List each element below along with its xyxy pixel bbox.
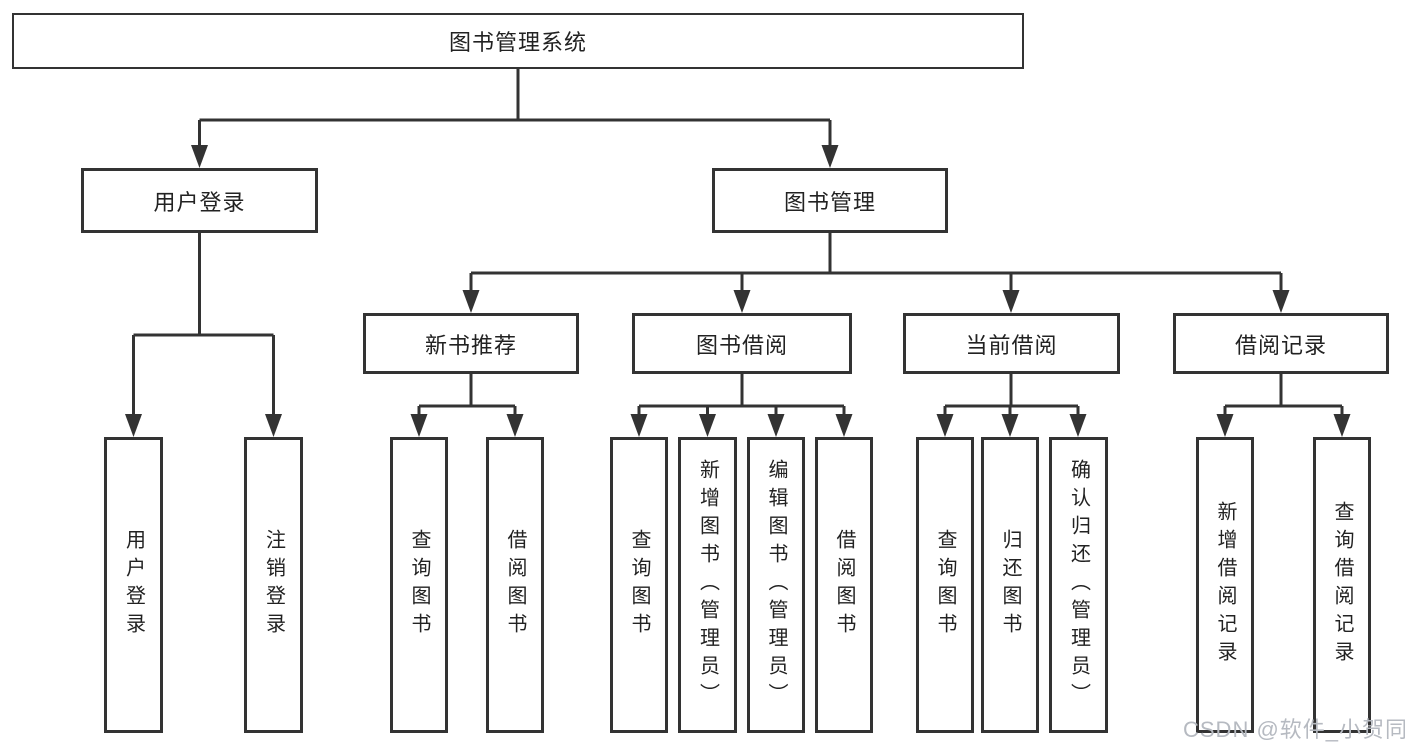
leaf-user-login: 用户登录 xyxy=(104,437,163,733)
leaf-current-confirm-return-admin-label: 确认归还（管理员） xyxy=(1067,459,1090,711)
leaf-recommend-borrow-books-label: 借阅图书 xyxy=(504,529,526,641)
leaf-logout: 注销登录 xyxy=(244,437,303,733)
leaf-user-login-label: 用户登录 xyxy=(122,529,145,641)
leaf-records-query-record-label: 查询借阅记录 xyxy=(1331,501,1353,669)
node-library-system: 图书管理系统 xyxy=(12,13,1024,69)
node-book-borrowing: 图书借阅 xyxy=(632,313,852,374)
leaf-current-return-books: 归还图书 xyxy=(981,437,1039,733)
node-new-book-recommend: 新书推荐 xyxy=(363,313,579,374)
leaf-current-query-books: 查询图书 xyxy=(916,437,974,733)
leaf-records-query-record: 查询借阅记录 xyxy=(1313,437,1371,733)
leaf-borrowing-borrow-books: 借阅图书 xyxy=(815,437,873,733)
arrowheads xyxy=(125,145,1351,437)
leaf-borrowing-edit-books-admin: 编辑图书（管理员） xyxy=(747,437,805,733)
leaf-borrowing-borrow-books-label: 借阅图书 xyxy=(833,529,855,641)
leaf-logout-label: 注销登录 xyxy=(262,529,285,641)
leaf-borrowing-add-books-admin: 新增图书（管理员） xyxy=(678,437,737,733)
leaf-borrowing-edit-books-admin-label: 编辑图书（管理员） xyxy=(765,459,787,711)
leaf-current-confirm-return-admin: 确认归还（管理员） xyxy=(1049,437,1108,733)
leaf-records-add-record: 新增借阅记录 xyxy=(1196,437,1254,733)
leaf-borrowing-add-books-admin-label: 新增图书（管理员） xyxy=(696,459,719,711)
leaf-current-query-books-label: 查询图书 xyxy=(934,529,956,641)
csdn-watermark: CSDN @软件_小贺同学 xyxy=(1183,717,1405,742)
leaf-borrowing-query-books-label: 查询图书 xyxy=(628,529,650,641)
leaf-borrowing-query-books: 查询图书 xyxy=(610,437,668,733)
leaf-recommend-query-books-label: 查询图书 xyxy=(408,529,430,641)
leaf-current-return-books-label: 归还图书 xyxy=(999,529,1021,641)
leaf-recommend-query-books: 查询图书 xyxy=(390,437,448,733)
leaf-recommend-borrow-books: 借阅图书 xyxy=(486,437,544,733)
node-book-management: 图书管理 xyxy=(712,168,948,233)
connector-trunks xyxy=(133,69,1342,408)
node-current-borrowing: 当前借阅 xyxy=(903,313,1120,374)
node-borrowing-records: 借阅记录 xyxy=(1173,313,1389,374)
leaf-records-add-record-label: 新增借阅记录 xyxy=(1214,501,1236,669)
node-user-login: 用户登录 xyxy=(81,168,318,233)
connector-arrow-stems xyxy=(132,120,1344,420)
